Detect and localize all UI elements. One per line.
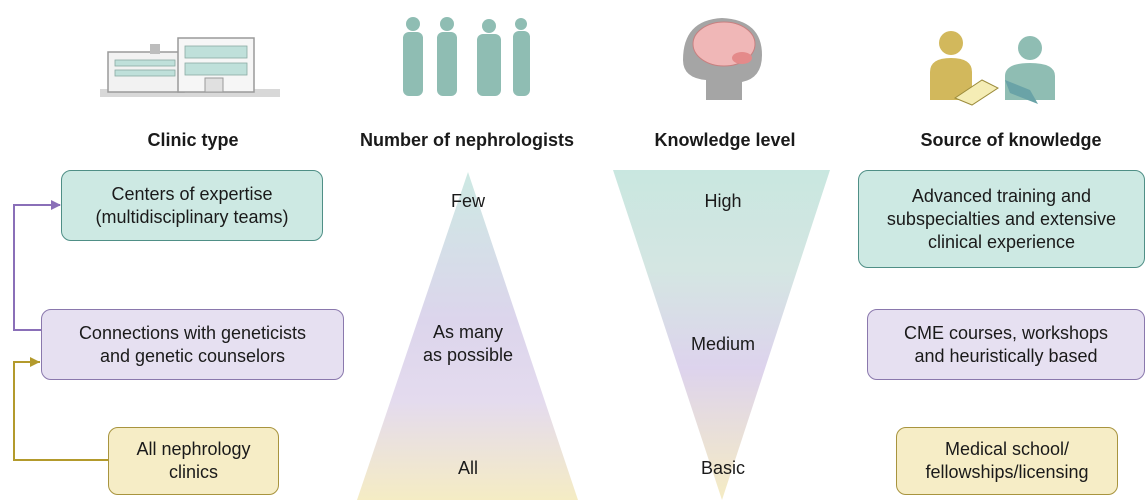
box-line: Medical school/ — [944, 439, 1070, 459]
box-line: fellowships/licensing — [925, 462, 1089, 482]
knowledge-high: High — [704, 191, 742, 211]
knowledge-medium: Medium — [690, 334, 756, 354]
reading-people-icon — [930, 31, 1055, 106]
label-line: As many — [432, 322, 504, 342]
clinic-box-all-nephrology: All nephrology clinics — [108, 427, 279, 495]
label-line: as possible — [422, 345, 514, 365]
heading-number-of-nephrologists: Number of nephrologists — [359, 130, 574, 150]
nephrologists-all: All — [457, 458, 478, 478]
box-line: (multidisciplinary teams) — [95, 206, 289, 227]
box-line: Connections with geneticists — [78, 322, 307, 343]
box-line: and genetic counselors — [99, 345, 286, 366]
heading-source-of-knowledge: Source of knowledge — [920, 130, 1102, 150]
building-icon — [100, 37, 280, 97]
box-line: All nephrology — [136, 439, 251, 459]
heading-clinic-type: Clinic type — [147, 130, 239, 150]
box-line: subspecialties and extensive — [886, 208, 1117, 229]
people-silhouettes-icon — [403, 17, 530, 96]
brain-head-icon — [683, 18, 762, 100]
nephrologists-as-many: As many as possible — [398, 321, 538, 367]
box-line: clinics — [168, 462, 218, 482]
knowledge-basic: Basic — [700, 458, 745, 478]
box-line: Advanced training and — [911, 185, 1092, 206]
source-box-medical-school: Medical school/ fellowships/licensing — [896, 427, 1118, 495]
box-line: clinical experience — [927, 231, 1076, 252]
heading-knowledge-level: Knowledge level — [654, 130, 796, 150]
clinic-box-geneticists: Connections with geneticists and genetic… — [41, 309, 344, 380]
source-box-cme-courses: CME courses, workshops and heuristically… — [867, 309, 1145, 380]
box-line: CME courses, workshops — [903, 322, 1109, 343]
nephrologists-few: Few — [450, 191, 485, 211]
knowledge-inverted-pyramid — [613, 170, 830, 500]
box-line: and heuristically based — [914, 345, 1098, 366]
nephrologists-pyramid — [357, 172, 578, 500]
box-line: Centers of expertise — [111, 183, 273, 204]
source-box-advanced-training: Advanced training and subspecialties and… — [858, 170, 1145, 268]
arrow-purple — [13, 200, 61, 331]
clinic-box-centers-of-expertise: Centers of expertise (multidisciplinary … — [61, 170, 323, 241]
arrow-gold — [13, 361, 108, 461]
